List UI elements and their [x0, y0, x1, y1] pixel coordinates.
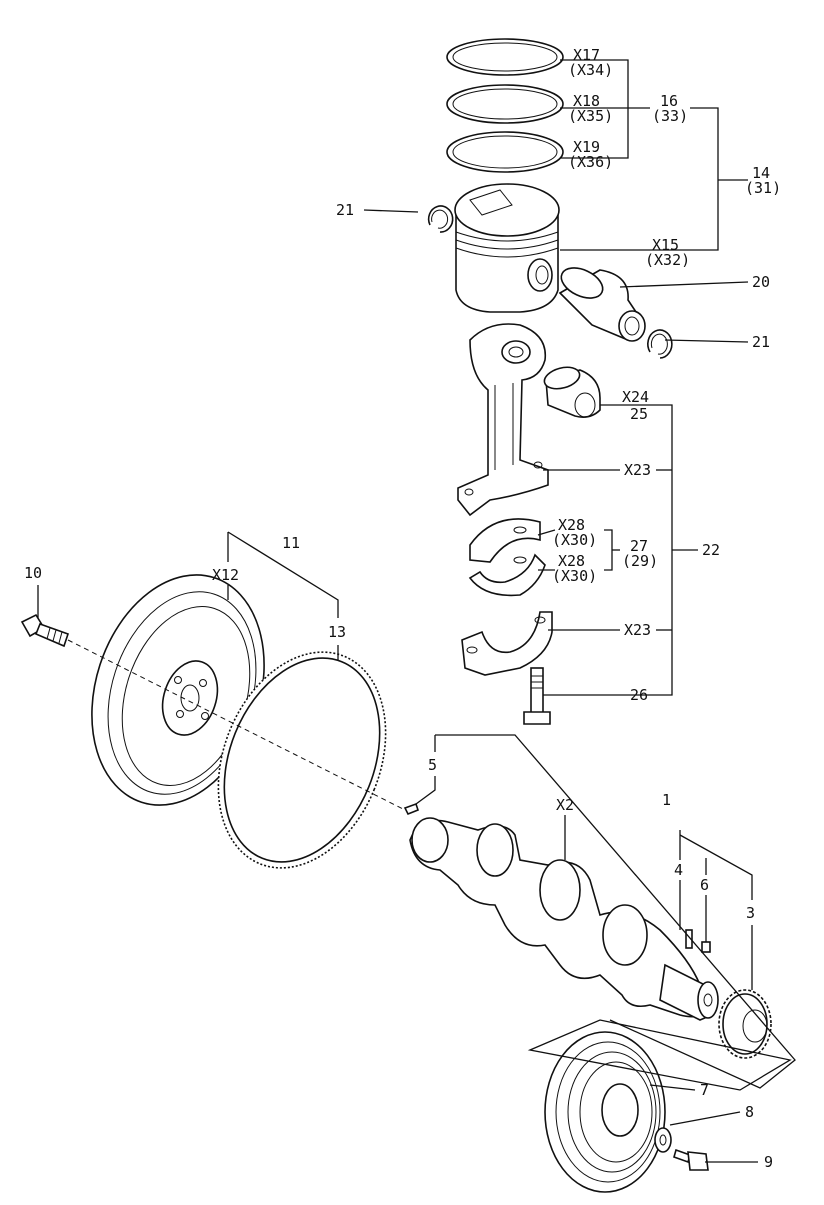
label-16: 16 — [660, 92, 678, 110]
label-9: 9 — [764, 1153, 773, 1171]
crankshaft — [409, 817, 719, 1021]
label-x28-lower: X28 — [558, 552, 585, 570]
label-4: 4 — [674, 861, 683, 879]
label-x23-upper: X23 — [624, 461, 651, 479]
label-x30-upper: (X30) — [552, 531, 597, 549]
bearing-shell-upper — [469, 518, 541, 563]
label-3: 3 — [746, 904, 755, 922]
leader-lines — [37, 59, 796, 1163]
label-5: 5 — [428, 756, 437, 774]
rod-bolt — [523, 667, 551, 725]
label-1: 1 — [662, 791, 671, 809]
label-x2: X2 — [556, 796, 574, 814]
label-x34: (X34) — [568, 61, 613, 79]
piston-pin — [558, 267, 646, 342]
label-x28-upper: X28 — [558, 516, 585, 534]
label-29: (29) — [622, 552, 658, 570]
label-31: (31) — [745, 179, 781, 197]
key-6 — [701, 941, 711, 953]
label-14: 14 — [752, 164, 770, 182]
label-x36: (X36) — [568, 153, 613, 171]
label-7: 7 — [700, 1081, 709, 1099]
label-x12: X12 — [212, 566, 239, 584]
circlip-21-upper — [427, 205, 454, 233]
washer-8 — [654, 1127, 672, 1153]
label-x35: (X35) — [568, 107, 613, 125]
label-x19: X19 — [573, 138, 600, 156]
small-end-bushing — [543, 366, 601, 418]
label-x32: (X32) — [645, 251, 690, 269]
label-21-upper: 21 — [336, 201, 354, 219]
crank-gear — [718, 989, 772, 1059]
label-33: (33) — [652, 107, 688, 125]
circlip-21-lower — [647, 329, 673, 359]
label-x24: X24 — [622, 388, 649, 406]
label-x17: X17 — [573, 46, 600, 64]
label-21-lower: 21 — [752, 333, 770, 351]
label-x15: X15 — [652, 236, 679, 254]
label-20: 20 — [752, 273, 770, 291]
key-4 — [685, 929, 693, 949]
piston-rings — [446, 38, 564, 173]
label-x30-lower: (X30) — [552, 567, 597, 585]
label-6: 6 — [700, 876, 709, 894]
label-11: 11 — [282, 534, 300, 552]
crank-pulley — [544, 1031, 666, 1193]
dowel-pin-5 — [403, 802, 419, 816]
part-labels: X17 (X34) X18 (X35) X19 (X36) 16 (33) 14… — [24, 46, 781, 1171]
label-22: 22 — [702, 541, 720, 559]
piston — [454, 183, 560, 313]
bearing-shell-lower — [468, 553, 546, 597]
label-13: 13 — [328, 623, 346, 641]
label-8: 8 — [745, 1103, 754, 1121]
label-27: 27 — [630, 537, 648, 555]
label-x23-lower: X23 — [624, 621, 651, 639]
rod-cap — [461, 611, 553, 676]
label-25: 25 — [630, 405, 648, 423]
ring-gear — [217, 651, 387, 869]
pulley-bolt-9 — [673, 1148, 709, 1171]
label-26: 26 — [630, 686, 648, 704]
label-x18: X18 — [573, 92, 600, 110]
label-10: 10 — [24, 564, 42, 582]
flywheel-bolt — [20, 613, 70, 648]
connecting-rod — [457, 323, 549, 517]
